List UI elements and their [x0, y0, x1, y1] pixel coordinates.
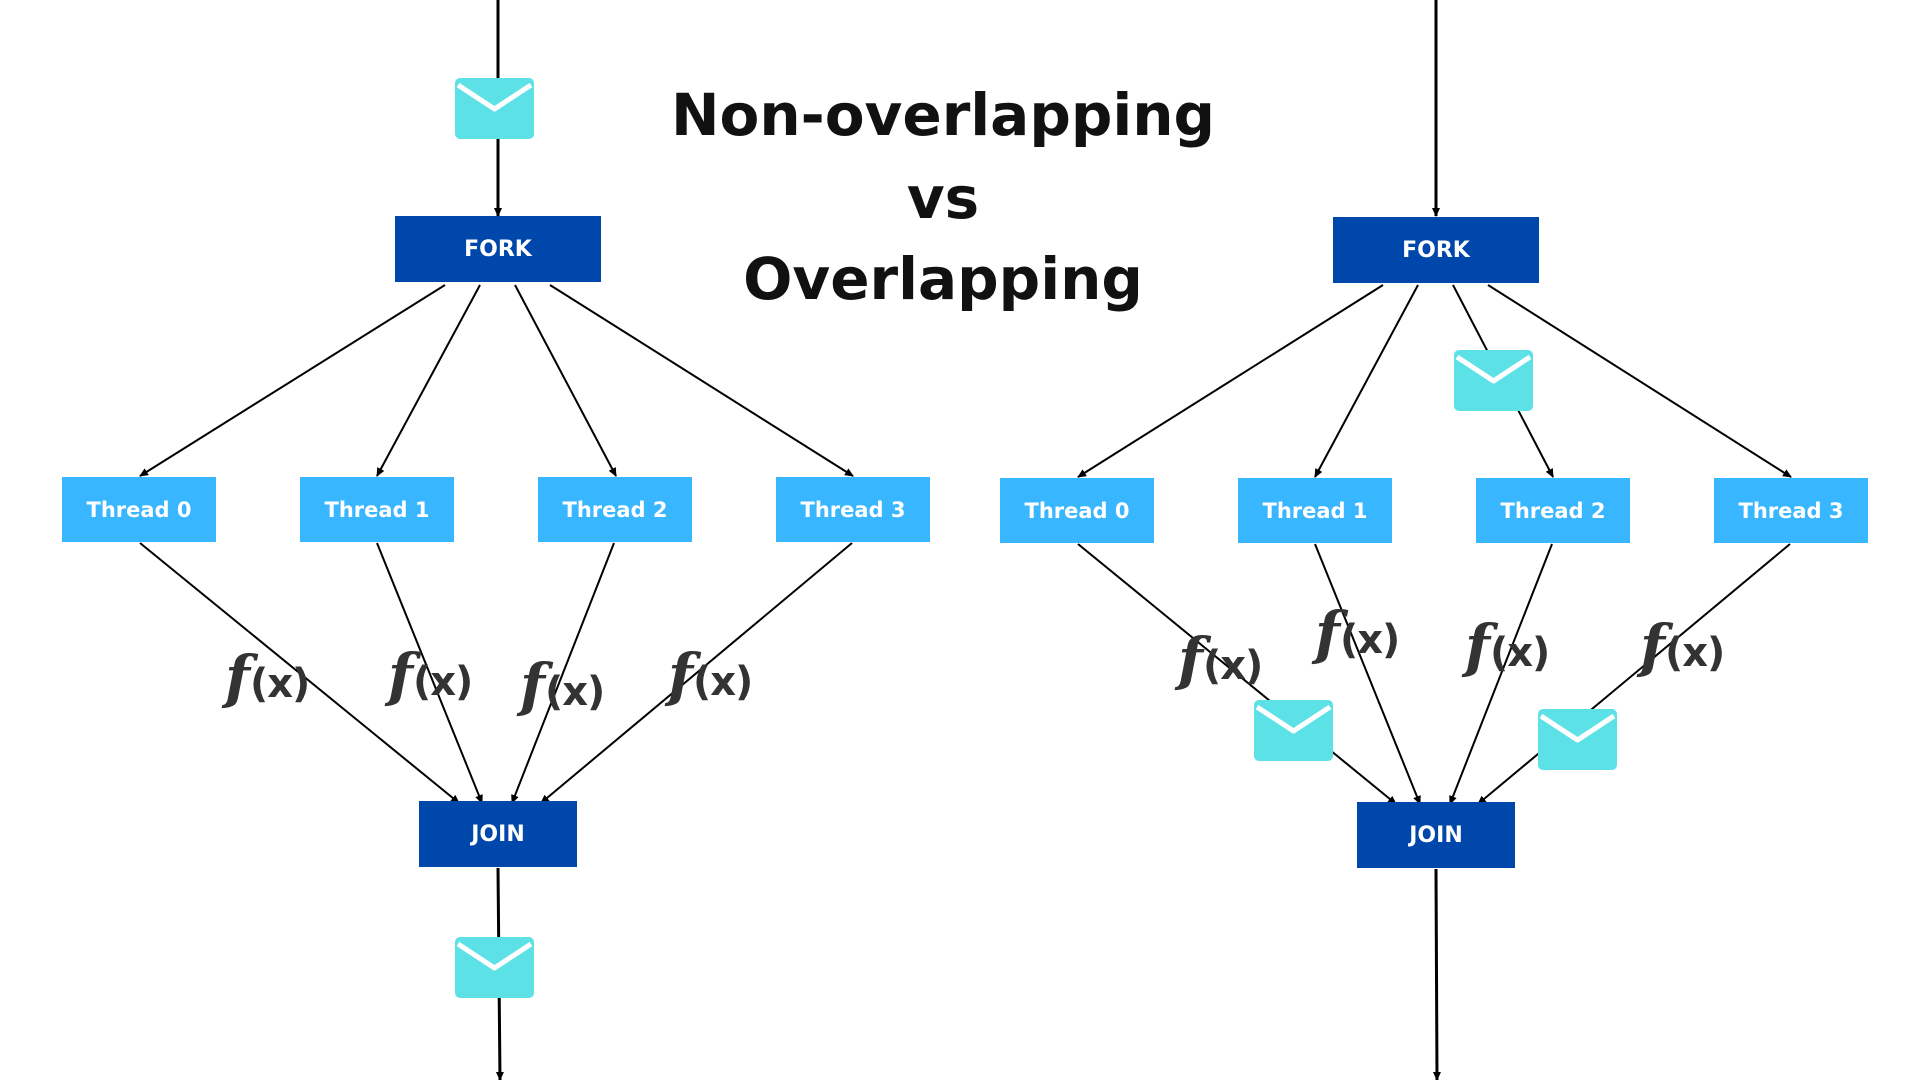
function-x: (x) — [1339, 617, 1400, 663]
right-thread-1-label: Thread 1 — [1262, 498, 1368, 523]
right-thread0-to-join — [1077, 543, 1397, 805]
left-function-label-2: f(x) — [520, 656, 605, 715]
title-line-3: Overlapping — [743, 245, 1143, 313]
envelope-icon — [455, 78, 534, 139]
left-thread-3: Thread 3 — [776, 477, 930, 542]
right-join-label: JOIN — [1409, 822, 1463, 848]
left-thread-2: Thread 2 — [538, 477, 692, 542]
right-output-arrow — [1432, 868, 1441, 1080]
function-f: f — [1640, 612, 1665, 680]
envelope-icon — [1254, 700, 1333, 761]
right-fork-to-thread0 — [1077, 284, 1384, 478]
right-fork-node: FORK — [1333, 217, 1539, 283]
left-thread-1: Thread 1 — [300, 477, 454, 542]
function-x: (x) — [692, 659, 753, 705]
right-fork-to-thread1 — [1314, 284, 1419, 478]
right-thread2-to-join — [1449, 543, 1553, 805]
function-x: (x) — [1202, 643, 1263, 689]
function-x: (x) — [249, 661, 310, 707]
function-x: (x) — [544, 669, 605, 715]
function-f: f — [520, 651, 545, 719]
right-thread1-to-join — [1314, 543, 1421, 805]
function-f: f — [1178, 625, 1203, 693]
left-join-node: JOIN — [419, 801, 577, 867]
function-f: f — [388, 641, 413, 709]
left-fork-to-thread1 — [376, 284, 481, 477]
left-fork-node: FORK — [395, 216, 601, 282]
left-thread-0-label: Thread 0 — [86, 497, 192, 522]
right-thread-2: Thread 2 — [1476, 478, 1630, 543]
right-thread-0: Thread 0 — [1000, 478, 1154, 543]
left-thread1-to-join — [376, 542, 483, 804]
right-function-label-3: f(x) — [1640, 617, 1725, 676]
right-function-label-1: f(x) — [1315, 604, 1400, 663]
envelope-icon — [455, 937, 534, 998]
right-thread-3-label: Thread 3 — [1738, 498, 1844, 523]
left-thread-2-label: Thread 2 — [562, 497, 668, 522]
right-function-label-0: f(x) — [1178, 630, 1263, 689]
left-thread0-to-join — [139, 542, 460, 804]
left-function-label-1: f(x) — [388, 646, 473, 705]
function-f: f — [225, 643, 250, 711]
left-thread-1-label: Thread 1 — [324, 497, 430, 522]
left-fork-label: FORK — [464, 236, 532, 262]
left-fork-to-thread0 — [139, 284, 446, 477]
left-function-label-0: f(x) — [225, 648, 310, 707]
left-thread-0: Thread 0 — [62, 477, 216, 542]
title-line-2: vs — [906, 164, 980, 232]
left-join-label: JOIN — [471, 821, 525, 847]
left-thread2-to-join — [511, 542, 615, 804]
left-thread3-to-join — [540, 542, 853, 804]
right-thread3-to-join — [1477, 543, 1791, 805]
right-thread-1: Thread 1 — [1238, 478, 1392, 543]
right-function-label-2: f(x) — [1465, 617, 1550, 676]
left-fork-to-thread3 — [549, 284, 854, 477]
envelope-icon — [1454, 350, 1533, 411]
right-fork-to-thread3 — [1487, 284, 1792, 478]
right-thread-3: Thread 3 — [1714, 478, 1868, 543]
right-thread-2-label: Thread 2 — [1500, 498, 1606, 523]
function-x: (x) — [1664, 630, 1725, 676]
title-line-1: Non-overlapping — [670, 81, 1216, 149]
function-f: f — [668, 641, 693, 709]
left-fork-to-thread2 — [514, 284, 617, 477]
left-function-label-3: f(x) — [668, 646, 753, 705]
right-fork-label: FORK — [1402, 237, 1470, 263]
left-thread-3-label: Thread 3 — [800, 497, 906, 522]
envelope-icon — [1538, 709, 1617, 770]
right-join-node: JOIN — [1357, 802, 1515, 868]
function-x: (x) — [1489, 630, 1550, 676]
function-f: f — [1465, 612, 1490, 680]
function-f: f — [1315, 599, 1340, 667]
function-x: (x) — [412, 659, 473, 705]
right-thread-0-label: Thread 0 — [1024, 498, 1130, 523]
